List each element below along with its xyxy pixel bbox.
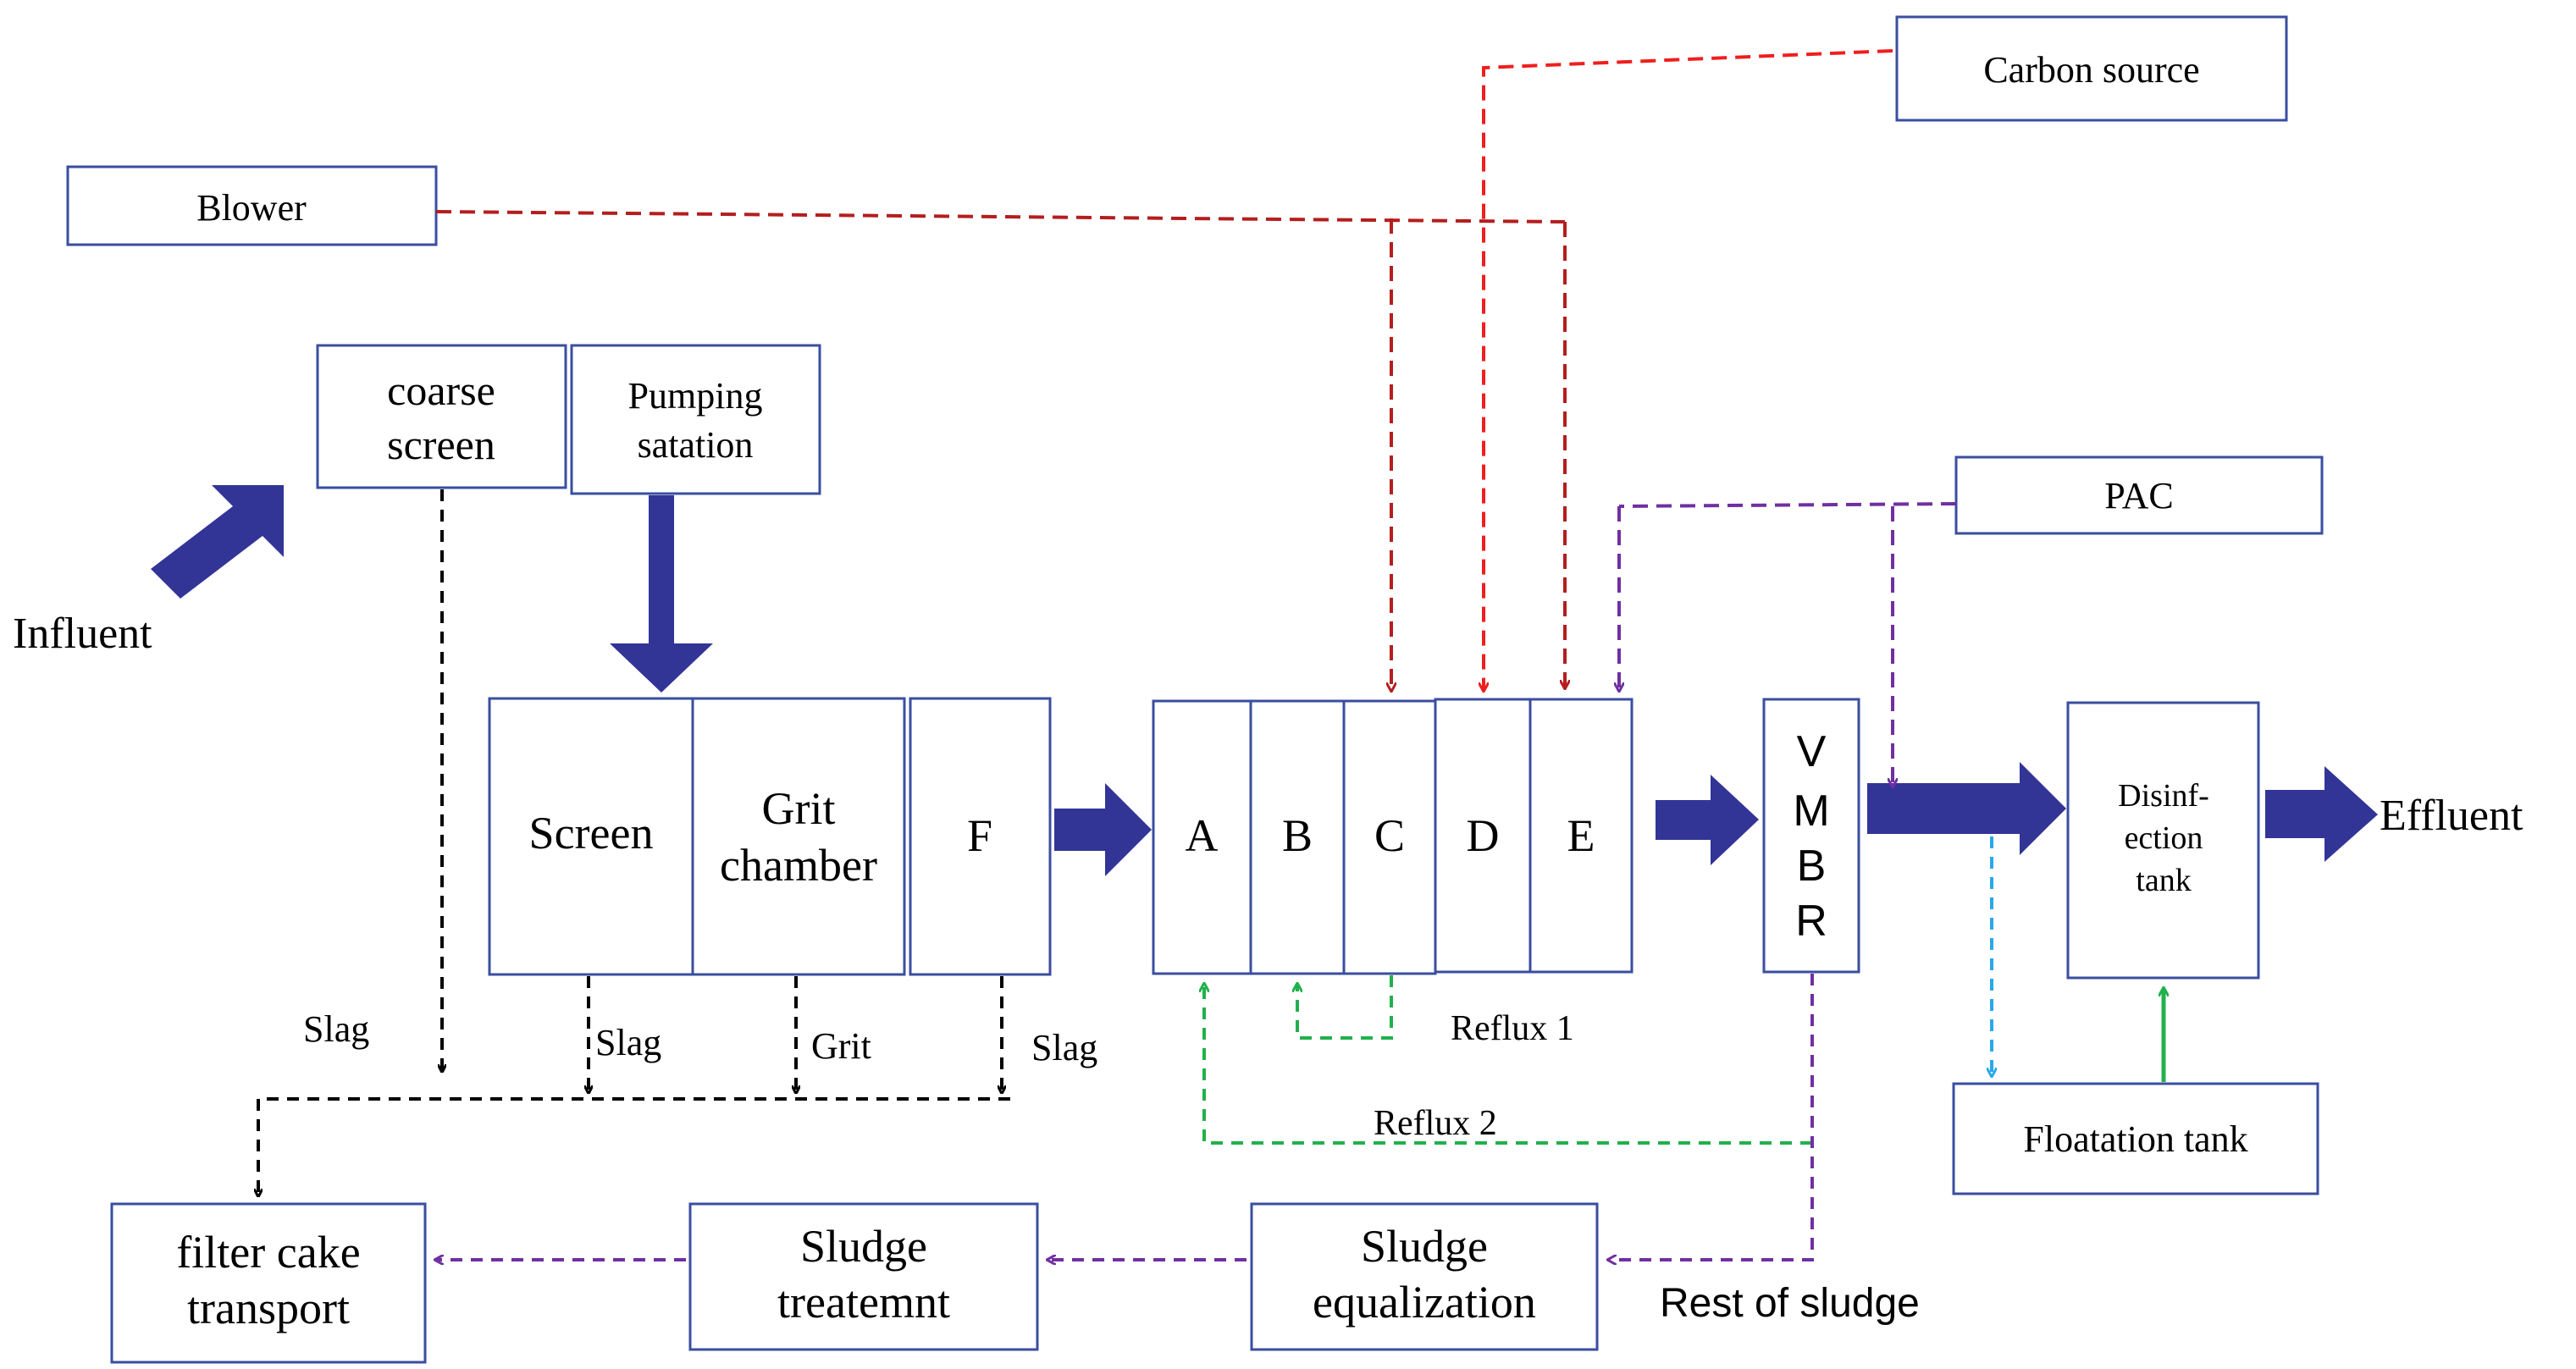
vmbr-to-disinfection-arrow xyxy=(1867,762,2066,855)
tank-a-box xyxy=(1152,699,1252,975)
tank-e-label: E xyxy=(1567,810,1595,861)
blower-box xyxy=(66,165,438,246)
pac-dosing-lines xyxy=(1618,502,1957,786)
f-to-a-arrow xyxy=(1054,783,1152,876)
coarse-screen-label-line-1: coarse xyxy=(387,367,495,414)
floatation-tank-box xyxy=(1952,1082,2319,1195)
sludge-equalization-label-line-1: Sludge xyxy=(1361,1221,1488,1272)
f-label: F xyxy=(967,810,992,861)
tank-d-label: D xyxy=(1467,810,1500,861)
pumping-station-box xyxy=(570,344,821,495)
effluent-arrow xyxy=(2265,766,2378,862)
reflux-1-line xyxy=(1297,975,1393,1040)
tank-a-label: A xyxy=(1186,810,1219,861)
sludge-treatment-label-line-1: Sludge xyxy=(800,1221,927,1272)
tank-b-label: B xyxy=(1282,810,1313,861)
sludge-equalization-label-line-2: equalization xyxy=(1313,1277,1536,1328)
coarse-screen-box xyxy=(316,344,567,489)
grit-chamber-box xyxy=(691,697,906,976)
slag-label-f: Slag xyxy=(1031,1027,1097,1068)
influent-arrow xyxy=(151,485,284,599)
blower-label: Blower xyxy=(196,187,307,229)
vmbr-box xyxy=(1762,698,1860,974)
blower-main-line xyxy=(435,210,1566,224)
pumping-station-label-line-2: satation xyxy=(638,424,754,466)
grit-label: Grit xyxy=(811,1025,871,1067)
slag-label-screen: Slag xyxy=(595,1022,661,1063)
filter-cake-label-line-2: transport xyxy=(187,1283,350,1333)
disinfection-label-line-3: tank xyxy=(2136,863,2191,898)
influent-label: Influent xyxy=(13,610,152,658)
pac-label: PAC xyxy=(2104,475,2174,516)
grit-chamber-label-line-1: Grit xyxy=(762,783,836,834)
rest-of-sludge-label: Rest of sludge xyxy=(1660,1281,1920,1326)
disinfection-label-line-1: Disinf- xyxy=(2118,778,2209,814)
coarse-screen-label-line-2: screen xyxy=(387,421,495,468)
slag-label-coarse: Slag xyxy=(303,1008,369,1050)
disinfection-label-line-2: ection xyxy=(2125,820,2203,856)
vmbr-label-r: R xyxy=(1795,897,1827,946)
disinfection-tank-box xyxy=(2066,701,2260,980)
vmbr-label-v: V xyxy=(1797,727,1827,776)
effluent-label: Effluent xyxy=(2380,792,2523,840)
grit-chamber-label-line-2: chamber xyxy=(720,840,877,891)
sludge-lines xyxy=(436,974,1814,1260)
pac-box xyxy=(1954,455,2324,535)
reflux-2-line xyxy=(1204,985,1812,1145)
filter-cake-transport-box xyxy=(110,1202,427,1364)
f-box xyxy=(909,697,1052,976)
screen-box xyxy=(488,697,694,976)
sludge-treatment-box xyxy=(688,1202,1039,1351)
carbon-source-box xyxy=(1895,15,2288,122)
tank-e-box xyxy=(1528,698,1633,974)
carbon-source-line xyxy=(1484,49,1893,690)
sludge-equalization-box xyxy=(1250,1202,1599,1351)
reflux-2-label: Reflux 2 xyxy=(1374,1104,1497,1143)
screen-label: Screen xyxy=(529,808,654,858)
pac-main-line xyxy=(1618,502,1957,508)
vmbr-label-b: B xyxy=(1797,842,1827,891)
tank-d-box xyxy=(1434,698,1532,974)
filter-cake-label-line-1: filter cake xyxy=(176,1227,360,1278)
pumping-down-arrow xyxy=(610,495,713,693)
pumping-station-label-line-1: Pumping xyxy=(628,375,763,417)
tank-c-label: C xyxy=(1374,810,1405,861)
reflux-lines xyxy=(1204,975,1812,1145)
tank-c-box xyxy=(1342,699,1437,975)
sludge-treatment-label-line-2: treatemnt xyxy=(777,1277,950,1328)
carbon-source-label: Carbon source xyxy=(1983,49,2199,91)
blower-air-lines xyxy=(435,210,1566,690)
reflux-1-label: Reflux 1 xyxy=(1451,1009,1574,1048)
slag-lines xyxy=(258,489,1010,1195)
tank-b-box xyxy=(1249,699,1346,975)
vmbr-label-m: M xyxy=(1793,787,1829,836)
slag-collector-line xyxy=(258,1097,1010,1195)
floatation-tank-label: Floatation tank xyxy=(2023,1118,2247,1160)
e-to-vmbr-arrow xyxy=(1656,775,1759,865)
vmbr-sludge-line xyxy=(1609,974,1814,1260)
